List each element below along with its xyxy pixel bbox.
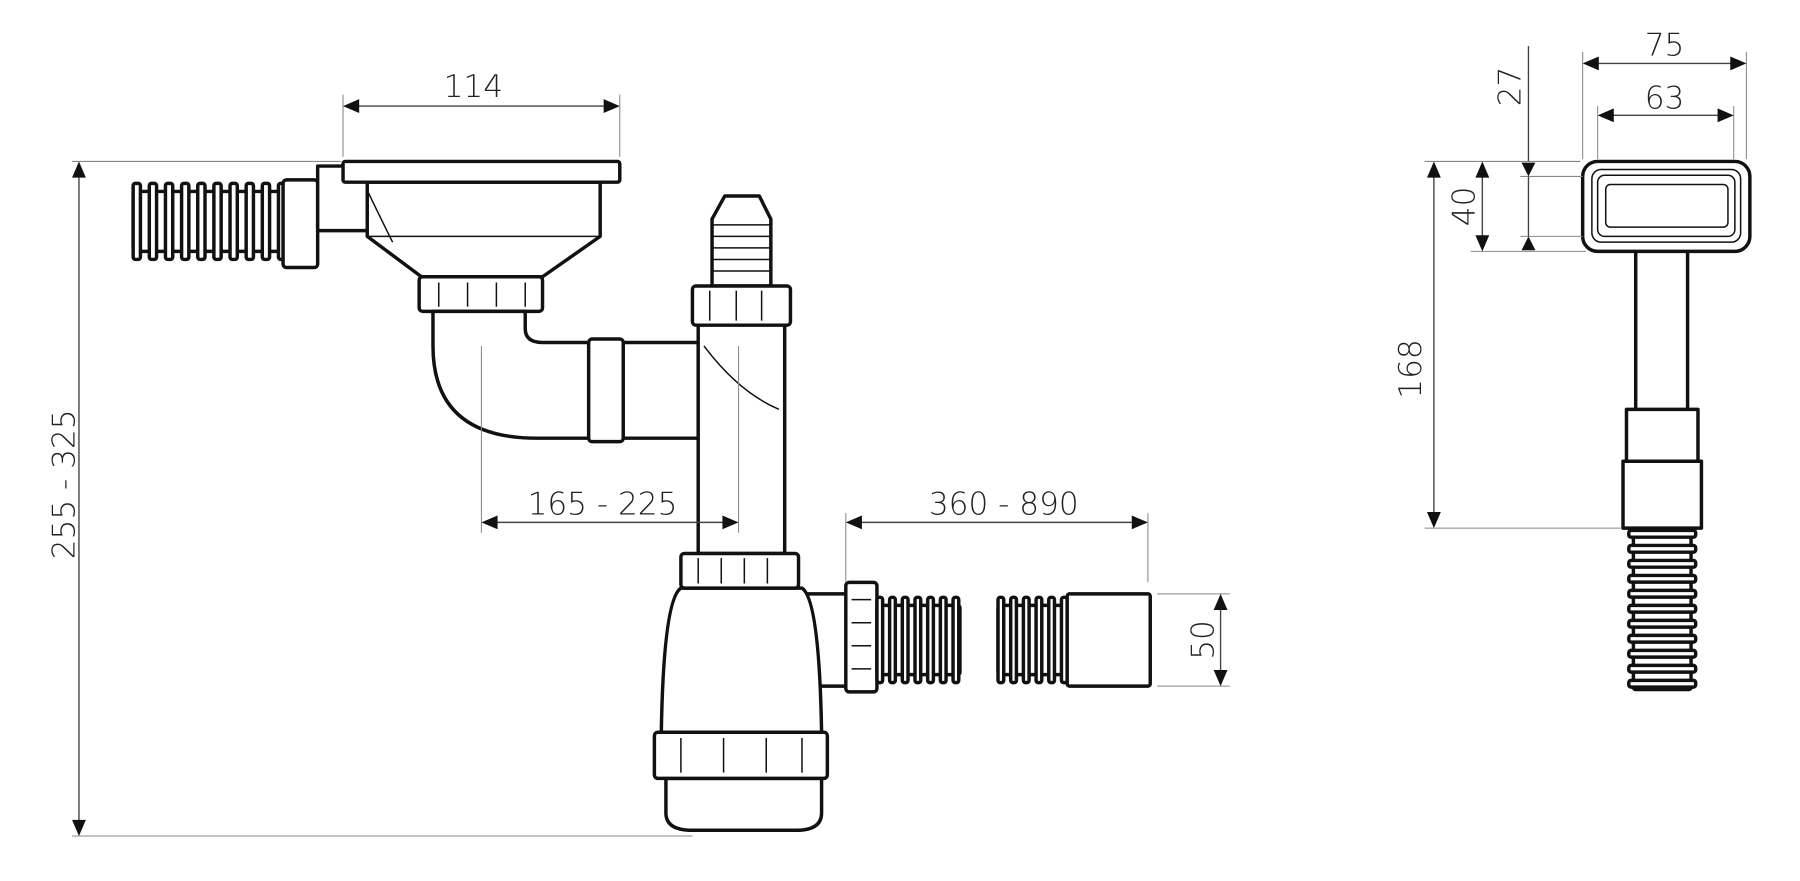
dimension-overflow-outer-width: 75 <box>1582 27 1747 160</box>
label-overflow-inner-width: 63 <box>1645 80 1685 116</box>
hose-rib <box>1627 573 1698 584</box>
label-trap-offset: 165 - 225 <box>528 486 678 522</box>
dimension-overflow-total-height: 168 <box>1393 160 1621 529</box>
bottle-trap <box>652 551 962 832</box>
hose-rib <box>887 595 898 685</box>
hose-rib <box>1627 603 1698 614</box>
hose-rib <box>900 595 910 685</box>
vent-tube <box>690 194 793 556</box>
dimension-overflow-inner-width: 63 <box>1597 80 1735 160</box>
dimension-sink-height: 255 - 325 <box>46 160 693 837</box>
hose-rib <box>147 181 159 262</box>
hose-rib <box>1627 663 1698 674</box>
elbow-pipe <box>431 309 700 444</box>
label-extension: 360 - 890 <box>929 486 1079 522</box>
hose-rib <box>1047 595 1057 685</box>
hose-rib <box>913 595 923 685</box>
hose-rib <box>163 181 175 262</box>
label-sink-height: 255 - 325 <box>46 409 82 559</box>
hose-rib <box>179 181 191 262</box>
hose-rib <box>1627 558 1698 569</box>
hose-rib <box>996 595 1006 685</box>
hose-rib <box>1627 618 1698 629</box>
hose-rib <box>1627 528 1698 539</box>
dimension-overflow-offset: 27 <box>1492 46 1583 251</box>
hose-rib <box>996 603 1072 677</box>
hose-rib <box>212 181 223 262</box>
hose-rib <box>925 595 936 685</box>
hose-rib <box>1008 595 1019 685</box>
label-overflow-height: 40 <box>1446 187 1482 227</box>
sink-strainer <box>341 159 622 314</box>
hose-rib <box>1627 633 1698 644</box>
label-overflow-total-height: 168 <box>1393 339 1429 398</box>
label-overflow-offset: 27 <box>1492 67 1528 107</box>
dimension-outlet-diameter: 50 <box>1157 593 1230 687</box>
hose-rib <box>875 595 885 685</box>
dimension-strainer-width: 114 <box>342 69 621 157</box>
hose-rib <box>1627 678 1698 689</box>
hose-rib <box>1627 588 1698 599</box>
hose-rib <box>938 595 948 685</box>
hose-rib <box>196 181 207 262</box>
dimension-trap-offset: 165 - 225 <box>480 345 740 533</box>
label-overflow-outer-width: 75 <box>1645 27 1685 63</box>
hose-rib <box>260 181 272 262</box>
hose-rib <box>1627 648 1698 659</box>
hose-rib <box>1034 595 1044 685</box>
hose-rib <box>1627 543 1698 554</box>
vent-cone <box>710 194 773 288</box>
overflow-head <box>1580 159 1752 692</box>
hose-rib <box>228 181 240 262</box>
hose-rib <box>244 181 256 262</box>
hose-rib <box>951 595 961 685</box>
extension-adapter <box>996 592 1152 688</box>
label-strainer-width: 114 <box>444 69 503 105</box>
hose-rib <box>1021 595 1031 685</box>
dimension-extension: 360 - 890 <box>845 486 1149 583</box>
hose-rib <box>131 181 143 262</box>
label-outlet-diameter: 50 <box>1186 620 1222 660</box>
dimension-overflow-height: 40 <box>1446 161 1587 252</box>
